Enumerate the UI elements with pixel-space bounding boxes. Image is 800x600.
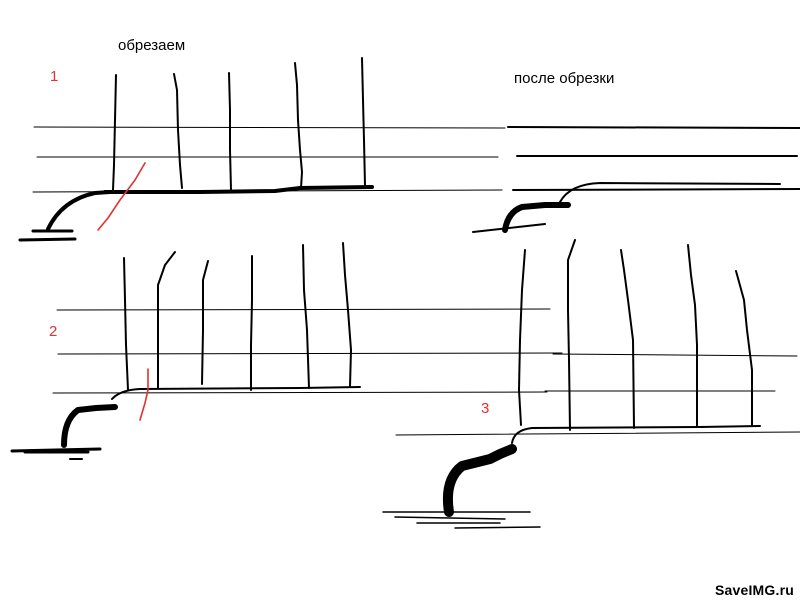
watermark: SaveIMG.ru — [714, 582, 794, 598]
shoot — [294, 62, 303, 189]
shoot — [567, 239, 576, 431]
wire-line — [552, 353, 798, 357]
shoot — [361, 57, 366, 187]
ground — [472, 223, 546, 233]
wire-line — [57, 352, 563, 355]
step-number-3: 3 — [481, 400, 490, 417]
shoot — [250, 255, 253, 391]
wire-line — [33, 126, 506, 129]
vine-trunk — [46, 190, 112, 231]
after-title: после обрезки — [514, 70, 615, 87]
panel-2 — [10, 242, 563, 460]
cut-mark — [139, 368, 149, 421]
vine-trunk — [442, 444, 517, 517]
shoot — [123, 257, 129, 391]
shoot — [620, 249, 635, 429]
vine-trunk — [61, 404, 118, 448]
shoot — [228, 72, 232, 191]
wire-line — [52, 391, 548, 394]
cut-title: обрезаем — [118, 37, 186, 54]
ground — [18, 229, 77, 242]
shoot — [518, 249, 526, 426]
panel-1-after — [472, 126, 800, 233]
vine-arm — [511, 425, 761, 444]
panel-3 — [382, 239, 800, 529]
ground — [10, 447, 102, 454]
panel-1-before — [18, 57, 506, 242]
wire-line — [56, 308, 551, 311]
wire-line — [512, 188, 800, 191]
shoot — [201, 260, 209, 385]
vine-arm — [103, 185, 374, 194]
shoot — [157, 251, 176, 389]
shoot — [687, 244, 698, 427]
vine-trunk — [502, 202, 571, 233]
step-number-2: 2 — [49, 323, 58, 340]
ground — [382, 511, 541, 529]
shoot — [735, 270, 753, 427]
wire-line — [507, 126, 800, 129]
shoot — [112, 74, 117, 191]
shoot — [302, 244, 310, 389]
step-number-1: 1 — [50, 68, 59, 85]
shoot — [342, 242, 352, 387]
vine-arm — [559, 182, 781, 203]
wire-line — [395, 431, 800, 436]
cut-mark — [97, 162, 146, 231]
shoot — [173, 73, 183, 189]
vine-arm — [111, 386, 361, 400]
